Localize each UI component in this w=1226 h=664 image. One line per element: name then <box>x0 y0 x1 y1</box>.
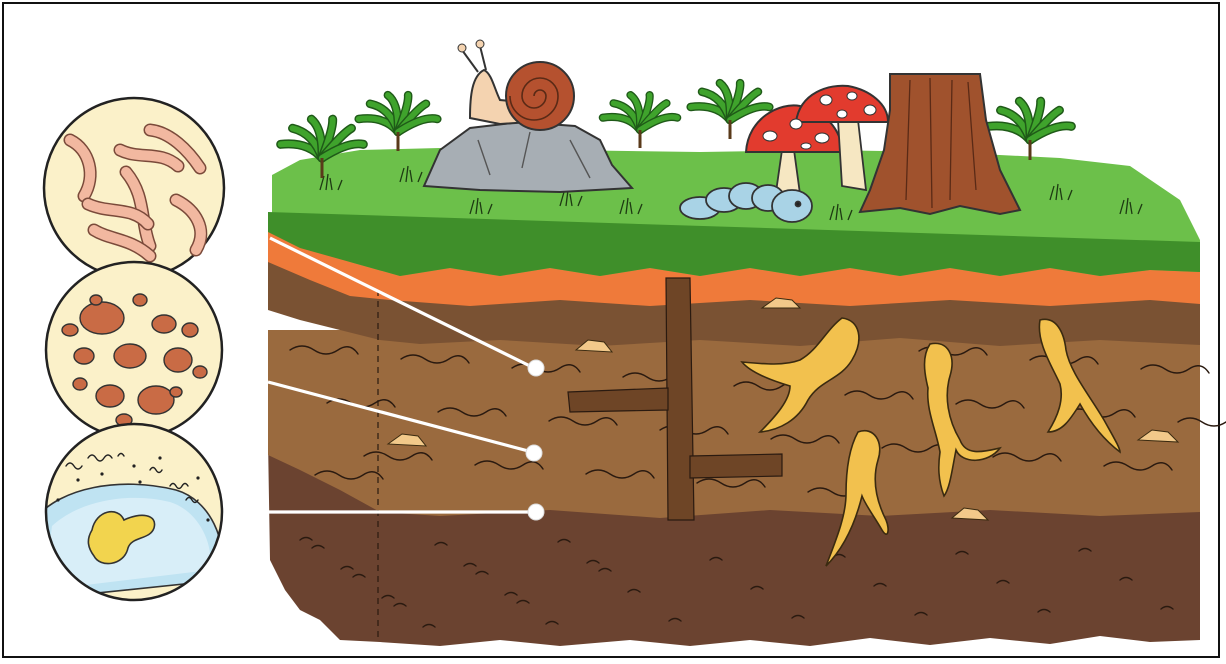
snail <box>458 40 574 130</box>
soil-particle <box>152 315 176 333</box>
soil-particle <box>133 294 147 306</box>
rock <box>424 122 632 192</box>
fern <box>603 95 677 148</box>
fern <box>989 101 1072 160</box>
soil-particle <box>114 344 146 368</box>
soil-particle <box>80 302 124 334</box>
soil-particle <box>62 324 78 336</box>
grass-surface <box>268 148 1200 276</box>
soil-particle <box>138 386 174 414</box>
inset-microorganisms <box>30 424 223 600</box>
fern <box>359 95 438 151</box>
inset-soil-particles <box>46 262 222 438</box>
soil-particle <box>164 348 192 372</box>
soil-particle <box>73 378 87 390</box>
soil-particle <box>96 385 124 407</box>
soil-particle <box>193 366 207 378</box>
soil-particle <box>182 323 198 337</box>
inset-earthworms <box>44 98 224 278</box>
soil-particle <box>74 348 94 364</box>
soil-particle <box>90 295 102 305</box>
soil-particle <box>170 387 182 397</box>
tree-trunk <box>860 74 1020 214</box>
